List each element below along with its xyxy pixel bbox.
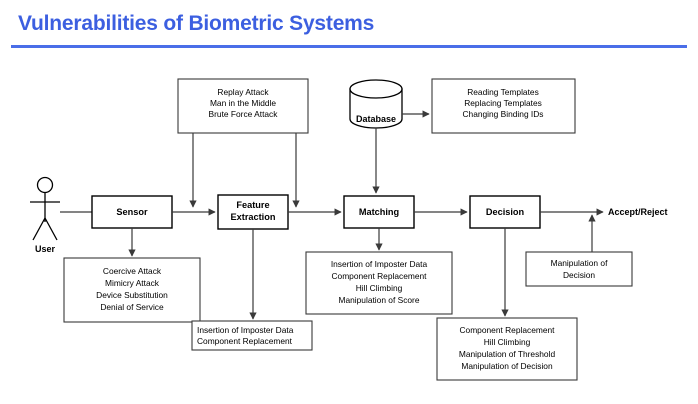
note-feature-attacks-box (191, 320, 313, 351)
stage-decision[interactable]: Decision (469, 195, 541, 229)
note-decision-attacks: Component Replacement Hill Climbing Mani… (436, 317, 578, 381)
note-line: Denial of Service (100, 302, 164, 312)
note-line: Manipulation of (551, 258, 608, 268)
note-line: Component Replacement (332, 271, 428, 281)
page-title: Vulnerabilities of Biometric Systems (18, 12, 375, 35)
note-line: Device Substitution (96, 290, 168, 300)
note-line: Changing Binding IDs (462, 109, 543, 119)
note-channel-attacks-box (177, 78, 309, 134)
title-divider (11, 45, 687, 48)
note-line: Component Replacement (197, 336, 293, 346)
stage-feature-extraction[interactable]: Feature Extraction (217, 194, 289, 230)
stage-matching-label: Matching (359, 207, 399, 217)
stick-figure-icon (30, 176, 60, 241)
note-line: Man in the Middle (210, 98, 276, 108)
note-sensor-attacks: Coercive Attack Mimicry Attack Device Su… (63, 257, 201, 323)
stage-sensor-label: Sensor (116, 207, 148, 217)
note-template-attacks-box (431, 78, 576, 134)
note-line: Hill Climbing (484, 337, 531, 347)
note-line: Replacing Templates (464, 98, 542, 108)
note-line: Decision (563, 270, 595, 280)
stage-feature-extraction-label-line1: Feature (236, 200, 269, 210)
actor-label: User (35, 244, 56, 254)
database-cylinder-icon: Database (349, 79, 403, 129)
note-line: Insertion of Imposter Data (197, 325, 294, 335)
note-decision-manipulation-box (525, 251, 633, 287)
stage-sensor-box[interactable] (91, 195, 173, 229)
stage-decision-label: Decision (486, 207, 525, 217)
note-line: Brute Force Attack (209, 109, 279, 119)
note-line: Coercive Attack (103, 266, 162, 276)
stage-matching-box[interactable] (343, 195, 415, 229)
note-feature-attacks: Insertion of Imposter Data Component Rep… (191, 320, 313, 351)
note-line: Manipulation of Score (338, 295, 419, 305)
note-line: Hill Climbing (356, 283, 403, 293)
title-bar: Vulnerabilities of Biometric Systems (0, 0, 698, 52)
note-line: Mimicry Attack (105, 278, 160, 288)
note-matching-attacks-box (305, 251, 453, 315)
stage-matching[interactable]: Matching (343, 195, 415, 229)
note-decision-attacks-box (436, 317, 578, 381)
note-template-attacks: Reading Templates Replacing Templates Ch… (431, 78, 576, 134)
note-line: Insertion of Imposter Data (331, 259, 428, 269)
note-sensor-attacks-box (63, 257, 201, 323)
stage-decision-box[interactable] (469, 195, 541, 229)
biometric-vulnerabilities-diagram: Replay Attack Man in the Middle Brute Fo… (0, 52, 698, 404)
note-line: Reading Templates (467, 87, 539, 97)
note-line: Component Replacement (460, 325, 556, 335)
note-channel-attacks: Replay Attack Man in the Middle Brute Fo… (177, 78, 309, 134)
note-line: Manipulation of Threshold (459, 349, 556, 359)
note-line: Manipulation of Decision (461, 361, 553, 371)
database-label: Database (356, 114, 396, 124)
stage-sensor[interactable]: Sensor (91, 195, 173, 229)
note-decision-manipulation: Manipulation of Decision (525, 251, 633, 287)
stage-feature-extraction-label-line2: Extraction (231, 212, 276, 222)
output-label: Accept/Reject (608, 207, 668, 217)
note-matching-attacks: Insertion of Imposter Data Component Rep… (305, 251, 453, 315)
note-line: Replay Attack (217, 87, 269, 97)
